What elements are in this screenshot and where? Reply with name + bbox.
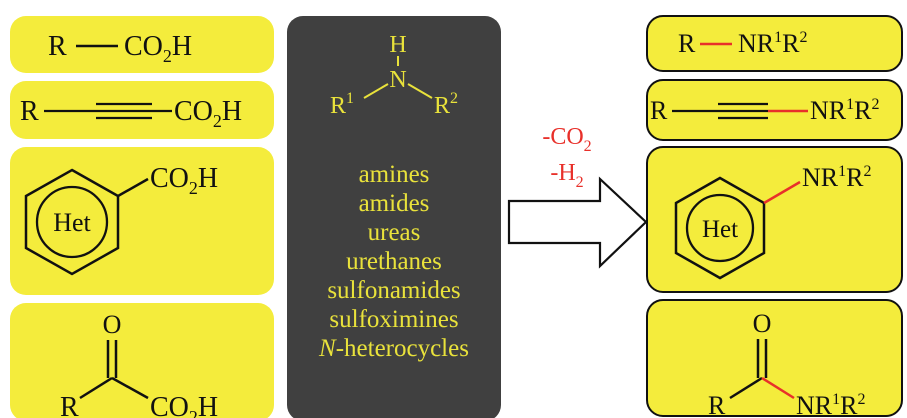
n-prefix: N <box>319 335 336 362</box>
r-label: R <box>650 96 668 125</box>
condition-co2: -CO2 <box>542 124 591 155</box>
oxygen-label: O <box>103 310 122 339</box>
aromatic-circle <box>685 193 755 263</box>
class-amides: amides <box>358 190 430 217</box>
formula-alkynyl-amine: R NR1R2 <box>650 96 879 125</box>
class-sulfonamides: sulfonamides <box>327 277 461 304</box>
formula-aryl-amine: Het NR1R2 <box>674 163 871 280</box>
panel-nucleophiles <box>287 16 501 418</box>
n-r1-bond <box>363 83 389 99</box>
formula-aryl-acid: Het CO2H <box>24 163 218 276</box>
amine-group: NR1R2 <box>810 96 879 125</box>
het-label: Het <box>53 208 91 237</box>
aryl-bond <box>117 177 149 198</box>
amine-group: NR1R2 <box>738 29 807 58</box>
r-label: R <box>60 392 79 418</box>
n-r2-bond <box>407 83 433 99</box>
bond-to-acid <box>111 376 149 400</box>
oxygen-label: O <box>753 309 772 338</box>
r-label: R <box>20 96 39 127</box>
condition-h2: -H2 <box>550 160 583 191</box>
acid-group: CO2H <box>150 163 218 198</box>
amine-group: NR1R2 <box>796 391 865 418</box>
r1-label: R1 <box>330 90 354 119</box>
panel-alkyl-amine <box>646 15 903 72</box>
heterocycles-suffix: -heterocycles <box>335 335 469 362</box>
panel-keto-acid <box>10 303 274 418</box>
r2-label: R2 <box>434 90 458 119</box>
new-cn-bond <box>763 180 801 205</box>
r-label: R <box>48 31 67 62</box>
formula-keto-acid: O R CO2H <box>60 310 218 418</box>
formula-amide: O R NR1R2 <box>708 309 865 418</box>
arrow-shape <box>507 176 648 269</box>
panel-amide <box>646 299 903 417</box>
acid-group: CO2H <box>150 392 218 418</box>
class-urethanes: urethanes <box>346 248 442 275</box>
acid-group: CO2H <box>174 96 242 131</box>
amine-group: NR1R2 <box>802 163 871 192</box>
n-label: N <box>389 67 406 93</box>
formula-amine: H N R1 R2 <box>330 32 458 119</box>
het-label: Het <box>702 216 738 243</box>
panel-carboxylic-acid <box>10 16 274 73</box>
reaction-arrow: -CO2 -H2 <box>507 124 648 269</box>
r-label: R <box>708 391 726 418</box>
aromatic-circle <box>35 185 109 259</box>
h-label: H <box>389 32 406 58</box>
acid-group: CO2H <box>124 31 192 66</box>
class-sulfoximines: sulfoximines <box>329 306 459 333</box>
new-cn-bond <box>761 376 795 400</box>
formula-alkynyl-acid: R CO2H <box>20 96 242 131</box>
panel-aryl-acid <box>10 147 274 295</box>
bond-to-r <box>79 376 113 400</box>
formula-carboxylic-acid: R CO2H <box>48 31 192 66</box>
class-amines: amines <box>358 161 430 188</box>
bond-to-r <box>729 376 763 400</box>
r-label: R <box>678 29 696 58</box>
class-n-heterocycles: N-heterocycles <box>287 334 501 363</box>
class-ureas: ureas <box>367 219 421 246</box>
formula-alkyl-amine: R NR1R2 <box>678 29 807 58</box>
